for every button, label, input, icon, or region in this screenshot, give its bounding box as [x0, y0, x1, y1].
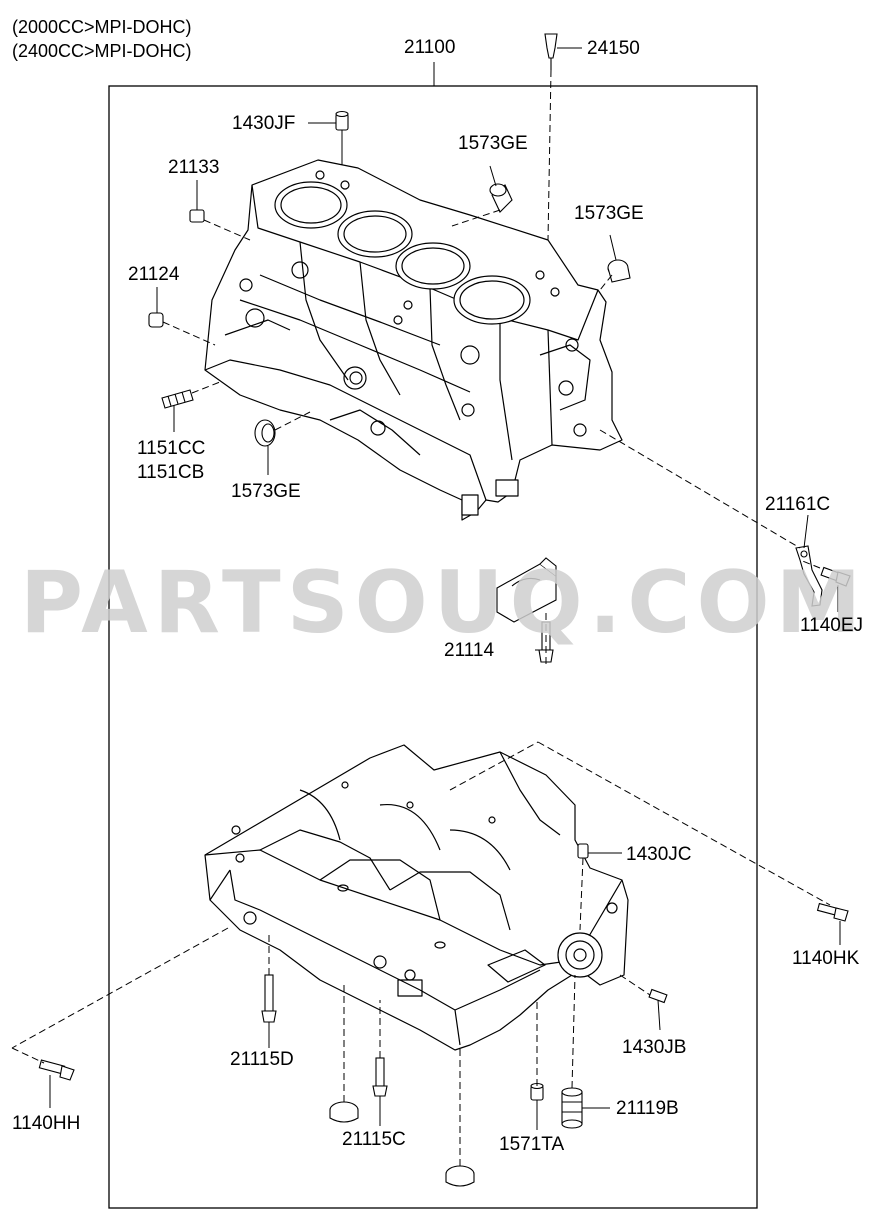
label-21114[interactable]: 21114 — [444, 640, 495, 661]
label-1151cc[interactable]: 1151CC — [137, 438, 206, 459]
watermark: PARTSOUQ.COM — [20, 553, 868, 653]
label-1430jf[interactable]: 1430JF — [232, 113, 296, 134]
label-1430jc[interactable]: 1430JC — [626, 844, 692, 865]
label-1430jb[interactable]: 1430JB — [622, 1037, 687, 1058]
cylinder-block — [204, 159, 623, 521]
label-21100[interactable]: 21100 — [404, 37, 456, 58]
label-1573ge-bottom[interactable]: 1573GE — [231, 481, 301, 502]
label-21124[interactable]: 21124 — [128, 264, 180, 285]
label-21133[interactable]: 21133 — [168, 157, 220, 178]
label-1140hk[interactable]: 1140HK — [792, 948, 860, 969]
label-21119b[interactable]: 21119B — [616, 1098, 679, 1119]
small-parts-upper — [148, 33, 851, 607]
label-21115c[interactable]: 21115C — [342, 1129, 406, 1150]
label-21161c[interactable]: 21161C — [765, 494, 831, 515]
label-1140ej[interactable]: 1140EJ — [800, 615, 864, 636]
label-1151cb[interactable]: 1151CB — [137, 462, 205, 483]
lower-crankcase — [204, 744, 629, 1051]
label-1140hh[interactable]: 1140HH — [12, 1113, 81, 1134]
header-line-2: (2400CC>MPI-DOHC) — [12, 41, 192, 61]
leader-lines — [49, 47, 841, 1130]
label-24150[interactable]: 24150 — [587, 38, 640, 59]
label-1573ge-right[interactable]: 1573GE — [574, 203, 644, 224]
header-line-1: (2000CC>MPI-DOHC) — [12, 17, 192, 37]
label-1571ta[interactable]: 1571TA — [499, 1134, 565, 1155]
assembly-frame — [108, 85, 758, 1209]
dashed-leaders — [11, 69, 831, 1166]
label-1573ge-top[interactable]: 1573GE — [458, 133, 528, 154]
label-21115d[interactable]: 21115D — [230, 1049, 294, 1070]
